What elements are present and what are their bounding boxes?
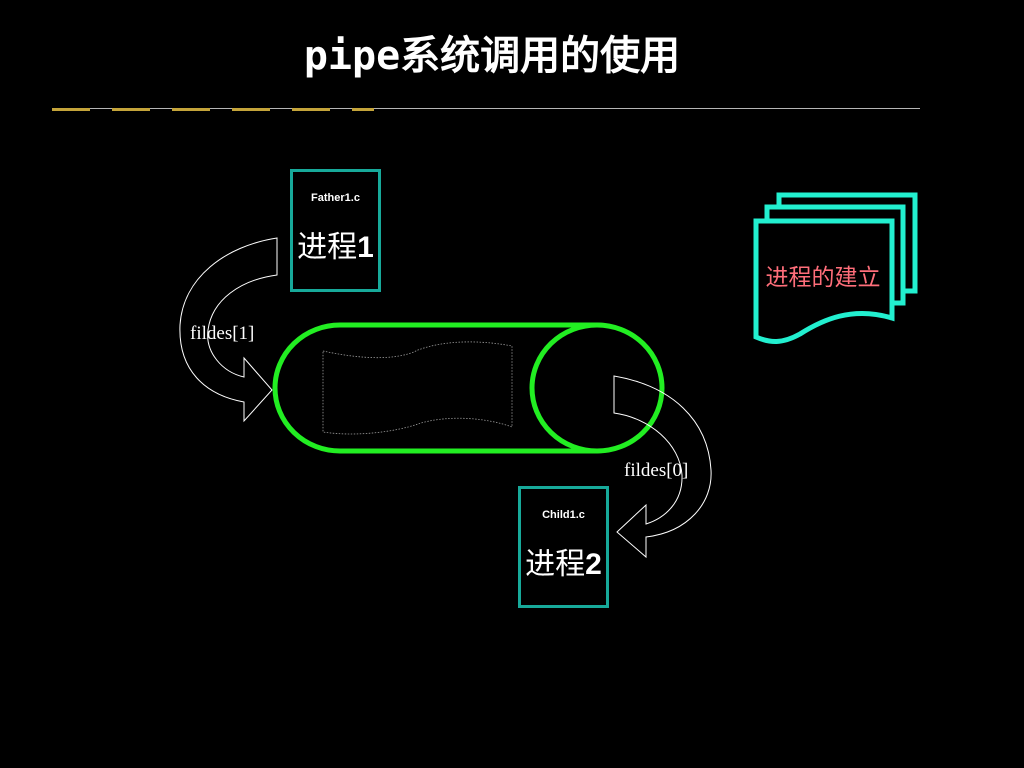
pipe-opening-ellipse [529,322,665,454]
process-2-name: 进程 [525,547,586,582]
slide-title: pipe系统调用的使用 [303,33,681,79]
process-1-name: 进程 [297,230,358,265]
process-1-label: 进程1 [293,230,378,266]
write-end-label: fildes[1] [190,323,255,344]
process-2-file: Child1.c [542,509,585,521]
document-stack-icon[interactable] [753,192,918,344]
title-rule-accent [52,108,374,111]
process-2-box[interactable]: Child1.c 进程2 [518,486,609,608]
pipe-data-flag-icon [322,341,513,435]
process-2-number: 2 [585,548,602,581]
process-1-file: Father1.c [311,192,360,204]
process-1-box[interactable]: Father1.c 进程1 [290,169,381,292]
pipe-cylinder[interactable] [272,322,665,454]
document-sheet-front [753,218,895,344]
process-2-label: 进程2 [521,547,606,583]
title-rule [52,108,920,109]
document-label[interactable]: 进程的建立 [765,265,881,291]
write-arrow-icon [179,237,278,423]
read-arrow-icon [613,375,712,559]
process-1-number: 1 [357,231,374,264]
read-end-label: fildes[0] [624,460,689,481]
